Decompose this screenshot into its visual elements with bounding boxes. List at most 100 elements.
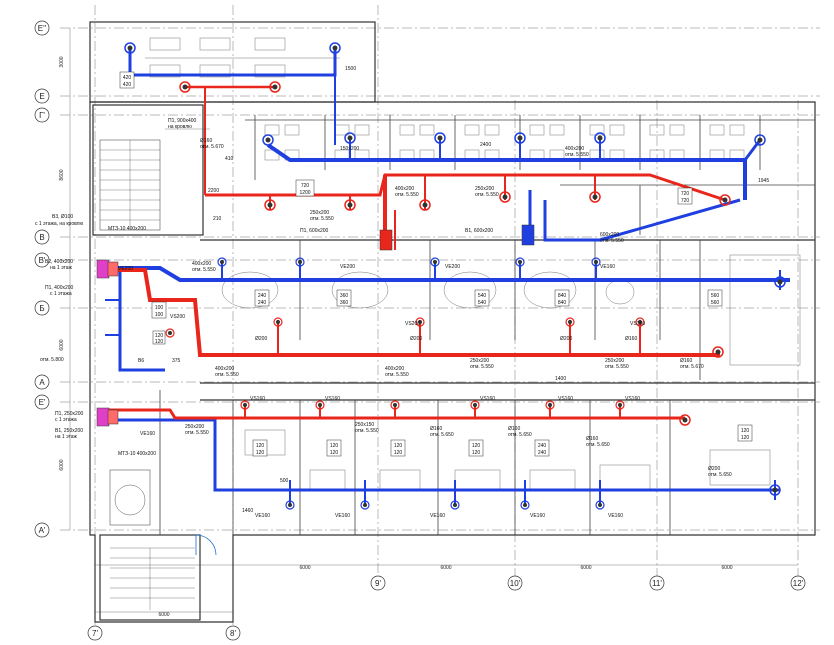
supply-diffuser-icon xyxy=(635,317,645,327)
svg-text:В6: В6 xyxy=(138,358,144,364)
svg-text:6000: 6000 xyxy=(59,339,65,350)
supply-diffuser-icon xyxy=(344,199,356,211)
exhaust-grille-icon xyxy=(774,276,786,288)
svg-text:840: 840 xyxy=(558,293,567,299)
svg-text:400x200: 400x200 xyxy=(385,366,404,372)
exhaust-grille-icon xyxy=(520,500,530,510)
svg-text:А: А xyxy=(39,378,45,387)
svg-text:10': 10' xyxy=(510,579,521,588)
svg-text:А': А' xyxy=(39,526,46,535)
axis-bubbles-bottom: 7' 8' 9' 10' 11' 12' xyxy=(87,575,806,641)
supply-diffuser-icon xyxy=(415,317,425,327)
svg-text:VE200: VE200 xyxy=(445,264,460,270)
svg-text:120: 120 xyxy=(330,443,339,449)
axis-bubble-B: Б xyxy=(34,300,50,316)
axis-bubble-11: 11' xyxy=(649,575,665,591)
exhaust-grilles xyxy=(124,42,786,510)
svg-text:400x200: 400x200 xyxy=(395,186,414,192)
annotations: П1, 900x400 на кровлю В3, Ø100 с 1 этажа… xyxy=(35,66,769,519)
svg-text:250x150: 250x150 xyxy=(355,422,374,428)
svg-text:В3, Ø100: В3, Ø100 xyxy=(52,214,73,220)
svg-text:VS200: VS200 xyxy=(170,314,185,320)
svg-text:500: 500 xyxy=(280,478,289,484)
svg-text:600x200: 600x200 xyxy=(600,232,619,238)
svg-text:240: 240 xyxy=(538,443,547,449)
svg-text:отм. 5.550: отм. 5.550 xyxy=(565,152,589,158)
svg-text:Г': Г' xyxy=(39,111,45,120)
svg-text:В': В' xyxy=(39,256,46,265)
svg-text:VE160: VE160 xyxy=(255,513,270,519)
svg-text:Ø160: Ø160 xyxy=(508,426,520,432)
svg-text:В2, 400x200: В2, 400x200 xyxy=(45,259,73,265)
svg-text:100: 100 xyxy=(155,305,164,311)
svg-text:с 1 этажа, на кровлю: с 1 этажа, на кровлю xyxy=(35,221,84,227)
svg-text:Ø160: Ø160 xyxy=(680,358,692,364)
exhaust-grille-icon xyxy=(515,257,525,267)
svg-text:VE160: VE160 xyxy=(140,431,155,437)
svg-text:120: 120 xyxy=(472,443,481,449)
svg-text:150x200: 150x200 xyxy=(340,146,359,152)
axis-bubble-A: А xyxy=(34,374,50,390)
svg-text:400x200: 400x200 xyxy=(192,261,211,267)
svg-text:с 1 этажа: с 1 этажа xyxy=(50,291,72,297)
svg-text:720: 720 xyxy=(301,183,310,189)
supply-diffuser-icon xyxy=(390,400,400,410)
svg-text:Ø200: Ø200 xyxy=(255,336,267,342)
svg-text:250x200: 250x200 xyxy=(470,358,489,364)
exhaust-grille-icon xyxy=(594,132,606,144)
svg-text:120: 120 xyxy=(330,450,339,456)
dimension-labels: 3000 8600 6000 6000 6000 6000 6000 6000 … xyxy=(59,28,798,618)
exhaust-grille-icon xyxy=(295,257,305,267)
svg-text:8': 8' xyxy=(230,629,236,638)
axis-bubble-E2: Е'' xyxy=(34,20,50,36)
svg-text:VS160: VS160 xyxy=(325,396,340,402)
riser-blocks xyxy=(96,224,535,427)
svg-text:120: 120 xyxy=(394,450,403,456)
svg-text:Е': Е' xyxy=(39,398,46,407)
svg-text:VE200: VE200 xyxy=(118,266,133,272)
svg-text:Е'': Е'' xyxy=(38,24,47,33)
svg-text:отм. 5.550: отм. 5.550 xyxy=(395,192,419,198)
svg-text:П1, 900x400: П1, 900x400 xyxy=(168,118,197,124)
svg-text:VS160: VS160 xyxy=(250,396,265,402)
svg-text:отм. 5.650: отм. 5.650 xyxy=(508,432,532,438)
svg-text:1945: 1945 xyxy=(758,178,769,184)
svg-text:с 1 этажа: с 1 этажа xyxy=(55,417,77,423)
supply-diffuser-icon xyxy=(545,400,555,410)
svg-text:П1, 600x200: П1, 600x200 xyxy=(300,228,329,234)
supply-diffuser-icon xyxy=(712,346,724,358)
svg-text:Ø160: Ø160 xyxy=(430,426,442,432)
supply-diffusers xyxy=(165,81,731,426)
exhaust-grille-icon xyxy=(595,500,605,510)
svg-text:1400: 1400 xyxy=(555,376,566,382)
svg-text:VE160: VE160 xyxy=(335,513,350,519)
exhaust-grille-icon xyxy=(591,257,601,267)
axis-bubble-E: Е xyxy=(34,88,50,104)
svg-text:В1, 250x200: В1, 250x200 xyxy=(55,428,83,434)
svg-text:7': 7' xyxy=(92,629,98,638)
svg-text:6000: 6000 xyxy=(721,565,732,571)
supply-diffuser-icon xyxy=(589,191,601,203)
svg-text:720: 720 xyxy=(681,198,690,204)
axis-bubble-10: 10' xyxy=(507,575,523,591)
svg-text:1500: 1500 xyxy=(345,66,356,72)
exhaust-grille-icon xyxy=(514,132,526,144)
svg-text:120: 120 xyxy=(394,443,403,449)
supply-diffuser-icon xyxy=(499,191,511,203)
svg-text:120: 120 xyxy=(256,443,265,449)
svg-text:отм. 5.550: отм. 5.550 xyxy=(600,238,624,244)
svg-text:Ø160: Ø160 xyxy=(625,336,637,342)
svg-text:МТЗ-10 400x200: МТЗ-10 400x200 xyxy=(108,226,146,232)
walls xyxy=(89,21,816,623)
svg-text:VE200: VE200 xyxy=(340,264,355,270)
svg-text:отм. 5.550: отм. 5.550 xyxy=(192,267,216,273)
svg-text:12': 12' xyxy=(793,579,804,588)
